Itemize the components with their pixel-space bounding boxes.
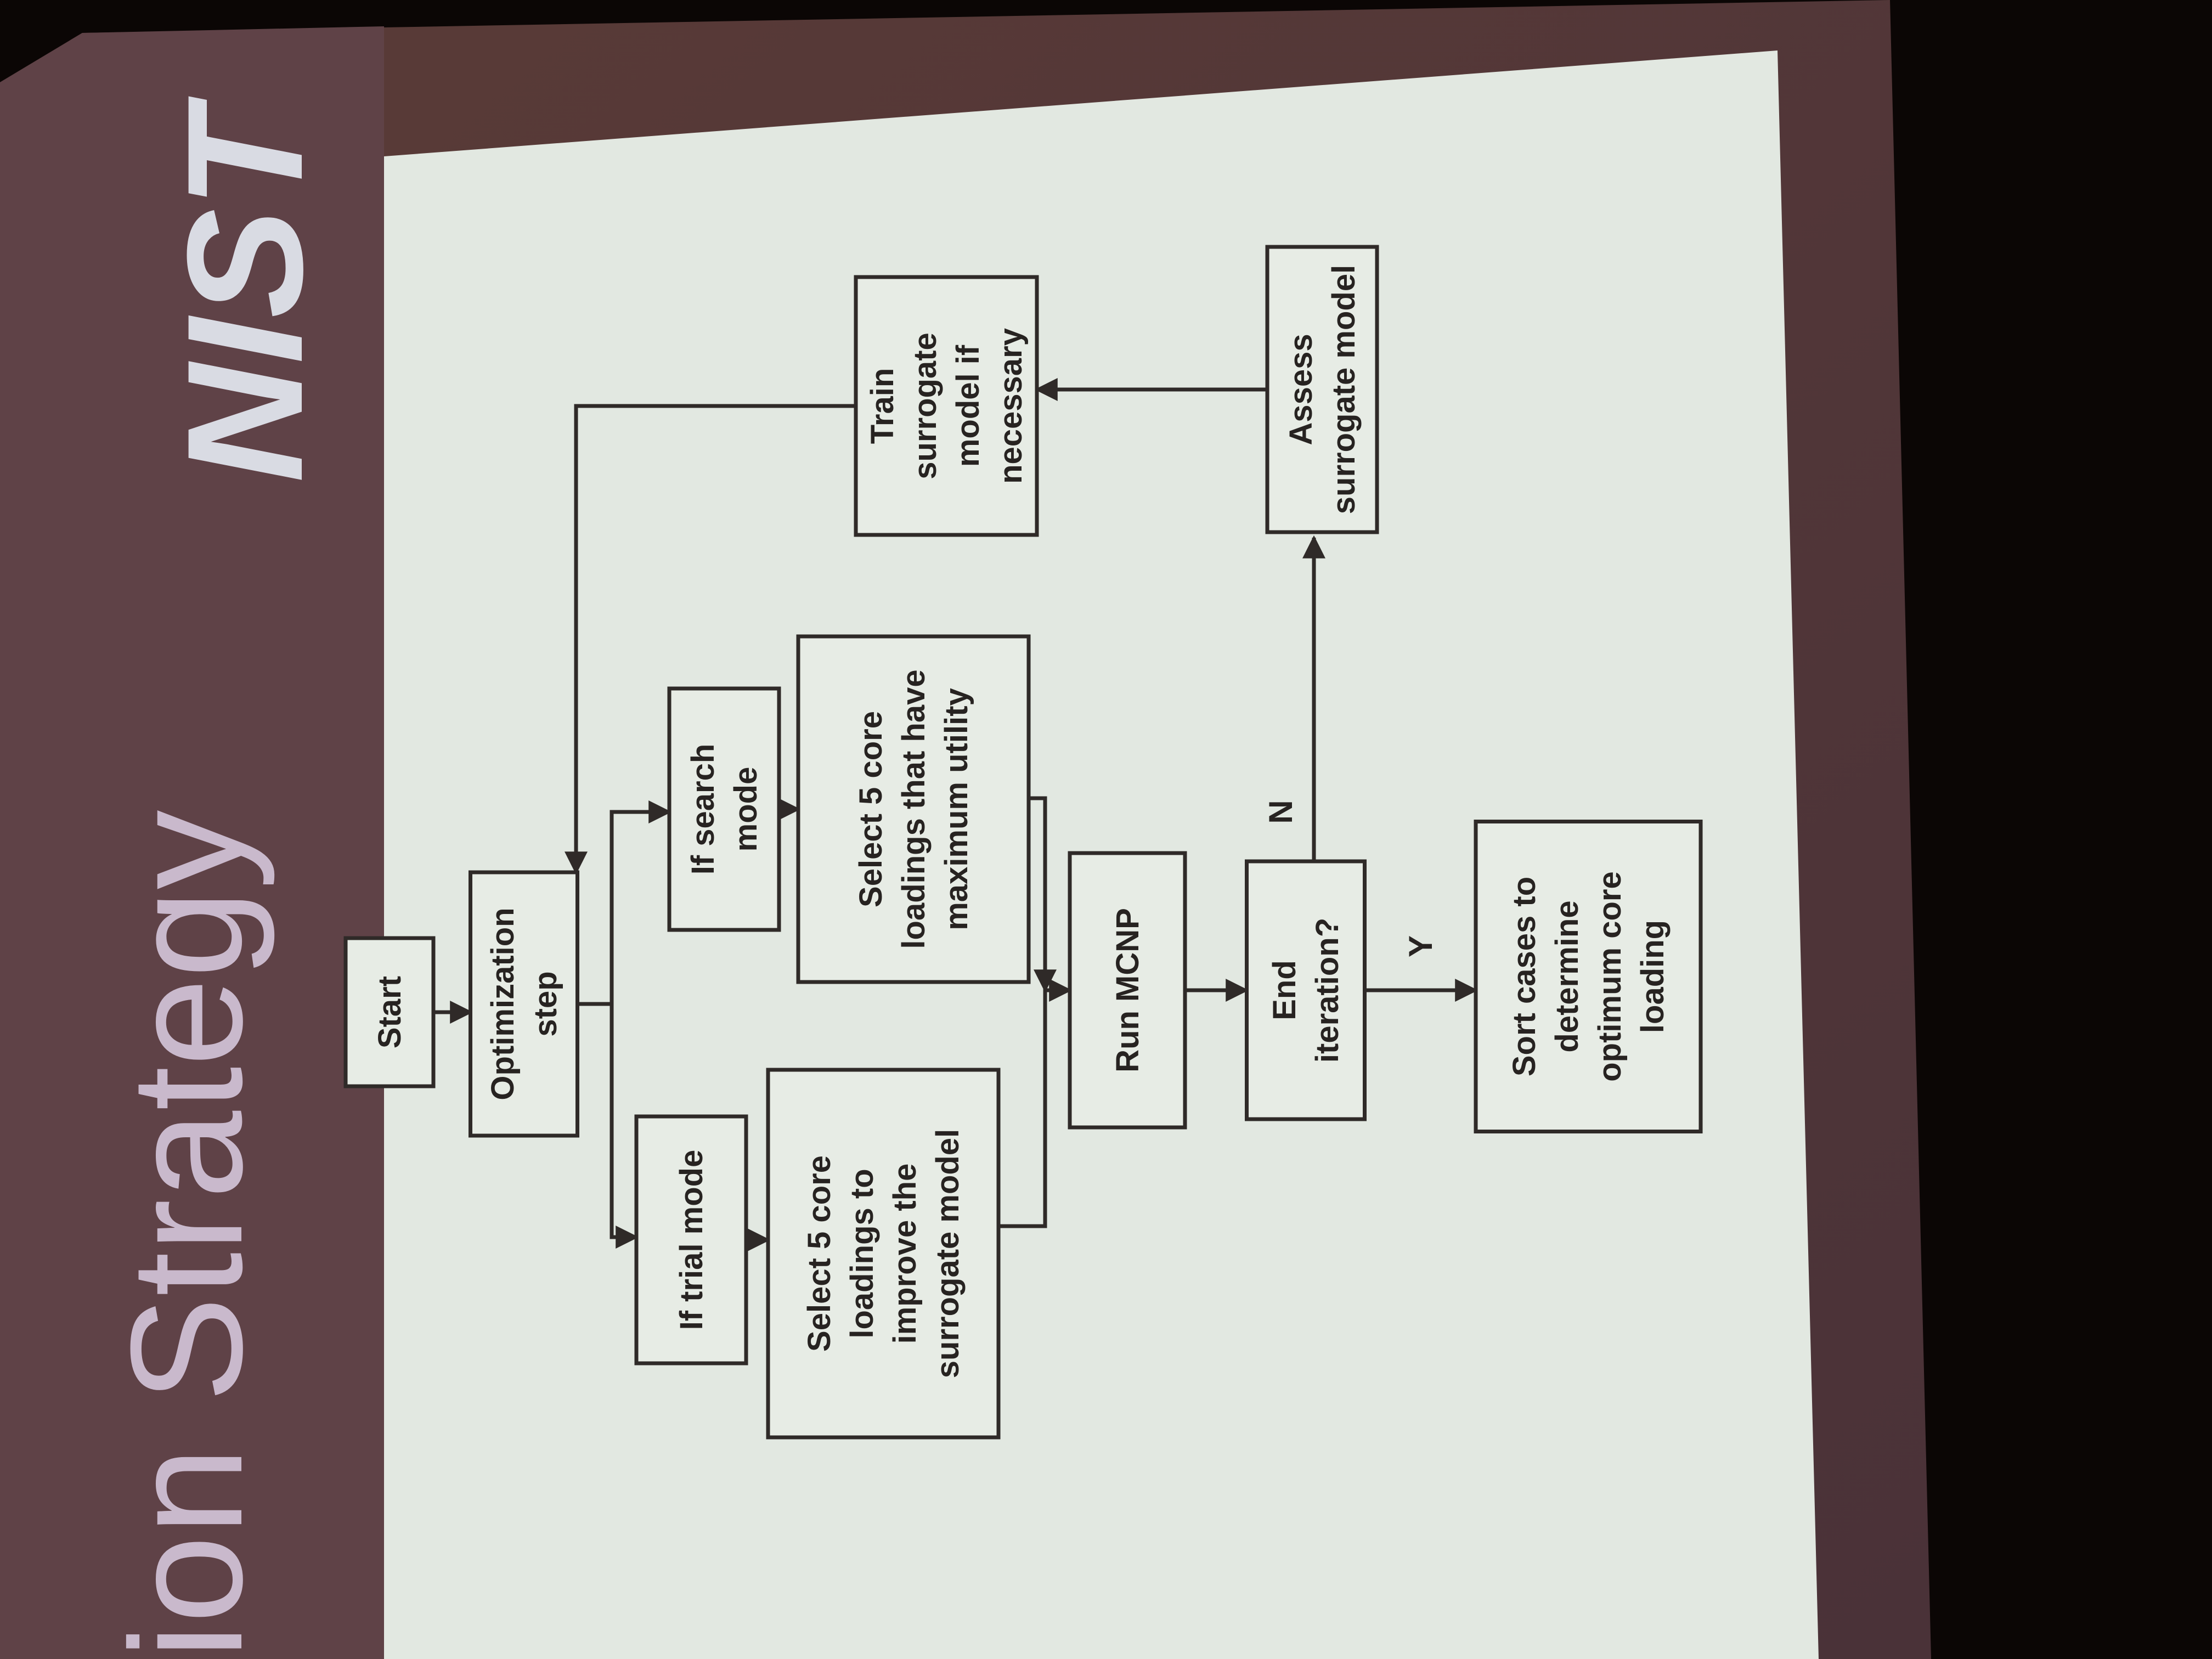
node-box bbox=[667, 686, 781, 932]
node-box bbox=[766, 1068, 1001, 1440]
node-label-line: loadings to bbox=[844, 1169, 880, 1338]
edge-label-y: Y bbox=[1402, 935, 1439, 957]
node-box bbox=[1068, 851, 1187, 1130]
node-label-line: determine bbox=[1549, 900, 1585, 1052]
node-label-line: End bbox=[1267, 960, 1302, 1020]
node-label-line: surrogate model bbox=[1326, 265, 1362, 514]
node-label-line: necessary bbox=[993, 328, 1029, 484]
node-box bbox=[1474, 820, 1703, 1133]
flowchart-edges: YN bbox=[433, 378, 1479, 1251]
node-box bbox=[854, 275, 1039, 537]
node-if-trial-mode: If trial mode bbox=[634, 1114, 748, 1365]
node-box bbox=[634, 1114, 748, 1365]
node-start: Start bbox=[343, 936, 436, 1088]
slide-title: ion Strategy bbox=[98, 810, 276, 1659]
node-label-line: Sort cases to bbox=[1506, 877, 1542, 1076]
node-label-line: Select 5 core bbox=[853, 711, 889, 907]
node-label-line: model if bbox=[950, 345, 986, 467]
node-label-line: Run MCNP bbox=[1110, 908, 1146, 1073]
node-label-line: Assess bbox=[1283, 334, 1319, 445]
edge-train-surrogate-to-optimization-step bbox=[565, 404, 856, 875]
node-label-line: Optimization bbox=[485, 907, 521, 1100]
node-label-line: loadings that have bbox=[896, 669, 932, 949]
node-label-line: step bbox=[528, 971, 563, 1036]
edge-optimization-step-to-if-search-mode bbox=[610, 800, 672, 1004]
node-label-line: Train bbox=[865, 368, 900, 444]
node-label-line: surrogate bbox=[907, 332, 943, 479]
node-box bbox=[796, 634, 1031, 984]
node-label-line: iteration? bbox=[1310, 918, 1345, 1063]
nist-logo-text: NIST bbox=[153, 95, 337, 483]
edge-label-n: N bbox=[1262, 800, 1299, 823]
node-box bbox=[469, 870, 579, 1138]
node-label-line: Start bbox=[372, 976, 408, 1048]
node-label-line: If search bbox=[685, 744, 721, 875]
node-label-line: If trial mode bbox=[674, 1150, 709, 1330]
node-label-line: Select 5 core bbox=[802, 1155, 837, 1352]
node-box bbox=[1245, 859, 1367, 1121]
node-label-line: optimum core bbox=[1592, 871, 1628, 1082]
edge-select-utility-to-run-mcnp bbox=[1029, 796, 1057, 993]
node-label-line: loading bbox=[1635, 920, 1671, 1033]
node-run-mcnp: Run MCNP bbox=[1068, 851, 1187, 1130]
node-label-line: improve the bbox=[887, 1164, 923, 1344]
edge-select-improve-to-run-mcnp bbox=[998, 979, 1073, 1228]
node-label-line: surrogate model bbox=[930, 1129, 966, 1378]
header-band bbox=[0, 26, 384, 1659]
edge-optimization-step-to-if-trial-mode bbox=[577, 1002, 639, 1249]
node-label-line: maximum utility bbox=[939, 688, 974, 930]
node-label-line: mode bbox=[728, 767, 764, 852]
nist-logo: NIST bbox=[153, 95, 337, 483]
node-box bbox=[1265, 245, 1379, 534]
node-box bbox=[343, 936, 436, 1088]
